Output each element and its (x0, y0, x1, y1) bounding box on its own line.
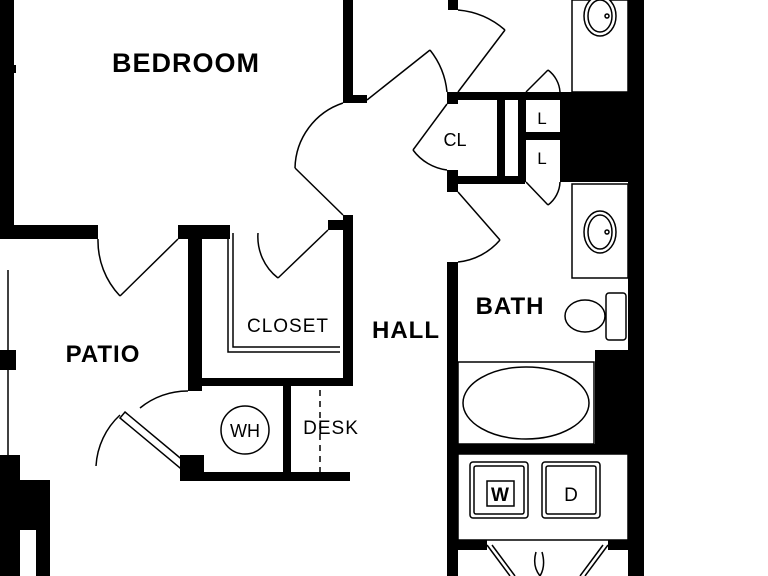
door-wh-swing (139, 390, 189, 409)
wall-closet-top-right (328, 220, 353, 230)
sink-bath-drain (604, 229, 610, 235)
wall-left-top (0, 0, 14, 225)
tub-basin (462, 366, 590, 440)
closet-shelf-inner (232, 233, 340, 348)
door-laundry-left-b (491, 544, 516, 576)
label-dryer: D (564, 485, 578, 506)
label-linen-bottom: L (537, 149, 546, 168)
wall-closet-top-left (202, 225, 230, 233)
details (7, 0, 629, 541)
door-laundry-right (584, 544, 609, 576)
wall-laundry-bottom-right (608, 540, 644, 550)
wall-chase-top (447, 92, 560, 100)
door-wh-leaf (118, 410, 187, 470)
wall-right-exterior (628, 0, 644, 576)
wall-cl-bottom (447, 176, 525, 184)
door-patio-swing (97, 238, 121, 297)
laundry-counter (457, 453, 629, 541)
door-cl-swing (412, 149, 448, 171)
wall-left-patio-stub (0, 350, 16, 370)
door-laundry-center-2 (539, 551, 545, 576)
door-patio-leaf (119, 238, 179, 297)
wall-left-lower (0, 455, 20, 576)
dryer-inner (545, 465, 597, 515)
door-cl-leaf (412, 103, 448, 151)
sink-bath-inner (587, 214, 613, 250)
washer-label-box (486, 480, 515, 507)
vanity-counter-bath (571, 183, 629, 279)
door-bath-swing (457, 239, 501, 263)
door-closet-leaf (277, 229, 329, 279)
label-linen-top: L (537, 109, 546, 128)
wall-patio-east (188, 225, 202, 390)
door-linen-top-leaf (525, 69, 549, 93)
door-laundry-center (533, 551, 541, 576)
door-linen-bottom-leaf (525, 181, 549, 206)
vanity-counter-top (571, 0, 629, 93)
wall-laundry-bottom-left (447, 540, 487, 550)
walls (0, 0, 644, 576)
labels: BEDROOM PATIO CLOSET HALL BATH DESK CL W… (66, 48, 578, 506)
wall-wh-left (188, 385, 202, 391)
doors (95, 9, 609, 576)
door-bath-leaf (457, 191, 501, 241)
door-bedroom-lower-leaf (294, 167, 344, 216)
door-closet-swing (257, 232, 279, 279)
wall-linen-divider (526, 132, 562, 140)
wall-bath-west (447, 262, 458, 576)
wall-wh-desk-divider (283, 385, 291, 475)
sinks (583, 0, 617, 254)
door-top-bath-leaf (457, 29, 506, 93)
door-laundry-left (486, 544, 511, 576)
label-water-heater: WH (230, 421, 260, 441)
wall-bedroom-east-top (343, 0, 353, 100)
appliances (469, 461, 601, 519)
wall-left-upper-window (0, 65, 16, 73)
wall-bath-laundry (447, 444, 630, 454)
wall-bedroom-east-bottom (343, 215, 353, 385)
sink-top-drain (604, 13, 610, 19)
closet-shelf-outer (227, 233, 340, 353)
wall-top-right-chase (560, 92, 628, 182)
door-bedroom-upper-swing (429, 49, 448, 93)
washer-outer (469, 461, 529, 519)
label-washer: W (491, 485, 509, 506)
wall-left-bottom (36, 530, 50, 576)
dryer-outer (541, 461, 601, 519)
door-top-bath-swing (457, 9, 506, 31)
door-bedroom-lower-swing (294, 102, 344, 169)
wall-bedroom-south-left (0, 225, 98, 239)
wall-hall-east-top (448, 0, 458, 10)
label-bath: BATH (476, 293, 545, 320)
label-closet: CLOSET (247, 316, 329, 337)
wall-cl-inner (497, 100, 505, 182)
label-desk: DESK (303, 418, 359, 439)
label-hall: HALL (372, 317, 440, 344)
door-bedroom-upper-leaf (366, 49, 431, 101)
water-heater-circle (220, 405, 270, 455)
wall-bedroom-east-cap (343, 95, 367, 103)
wall-wh-bottom (180, 472, 350, 481)
label-bedroom: BEDROOM (112, 48, 260, 78)
wall-left-corner (20, 480, 50, 530)
wall-closet-bottom (188, 378, 353, 386)
door-linen-top-swing (547, 69, 561, 93)
door-patio-lower-swing (95, 414, 121, 467)
wall-linen-left (518, 92, 526, 182)
toilet-tank (605, 292, 627, 341)
washer-inner (473, 465, 525, 515)
door-laundry-right-b (579, 544, 604, 576)
sink-top-inner (587, 0, 613, 33)
tub-surround (457, 361, 595, 445)
wall-tub-divider (595, 350, 630, 445)
door-linen-bottom-swing (547, 181, 561, 206)
label-patio: PATIO (66, 341, 141, 368)
label-cl: CL (443, 130, 466, 150)
toilet-bowl (564, 299, 606, 333)
